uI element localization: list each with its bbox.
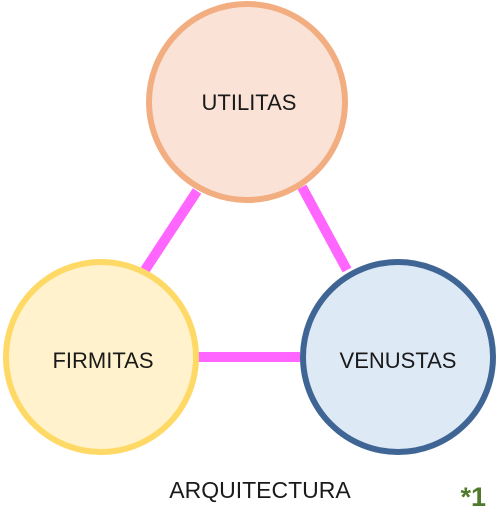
node-firmitas-label: FIRMITAS [52, 348, 153, 373]
diagram-caption: ARQUITECTURA [169, 477, 351, 503]
node-utilitas-circle [146, 1, 348, 203]
node-venustas-circle [300, 259, 496, 455]
node-utilitas-label: UTILITAS [202, 90, 297, 115]
node-firmitas: FIRMITAS [3, 259, 199, 455]
node-venustas-label: VENUSTAS [340, 348, 457, 373]
node-venustas: VENUSTAS [300, 259, 496, 455]
node-utilitas: UTILITAS [146, 1, 348, 203]
connector-utilitas-venustas [297, 184, 352, 273]
node-firmitas-circle [3, 259, 199, 455]
connector-utilitas-firmitas [140, 188, 202, 273]
footnote-marker: *1 [460, 482, 486, 512]
